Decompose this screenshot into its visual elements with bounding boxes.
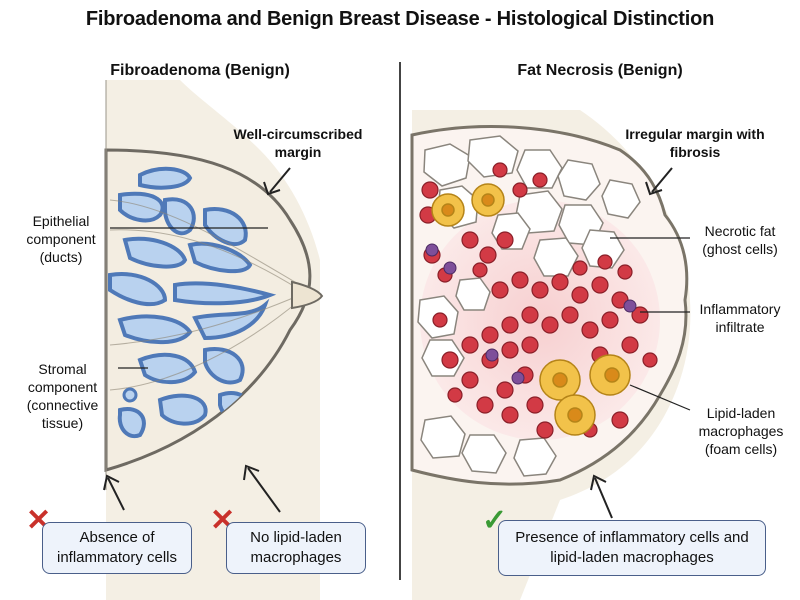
duct bbox=[137, 352, 198, 385]
macrophage-leader bbox=[629, 384, 691, 411]
label-irregular-margin: Irregular margin with fibrosis bbox=[625, 126, 765, 160]
fibroadenoma-mass bbox=[104, 148, 312, 472]
panel-divider bbox=[399, 62, 401, 580]
duct bbox=[163, 197, 196, 236]
bottom-arrow-check bbox=[590, 474, 613, 519]
stroma-fibers bbox=[109, 199, 301, 391]
margin-arrow bbox=[263, 167, 291, 196]
duct bbox=[118, 191, 165, 223]
fibroadenoma-illustration bbox=[103, 80, 324, 600]
irregular-margin-arrow bbox=[645, 167, 673, 196]
duct bbox=[108, 272, 168, 307]
duct bbox=[173, 281, 277, 306]
label-necrotic-fat: Necrotic fat (ghost cells) bbox=[702, 223, 778, 257]
callout-presence-inflammatory: Presence of inflammatory cells and lipid… bbox=[498, 520, 766, 576]
duct bbox=[122, 236, 188, 269]
main-title: Fibroadenoma and Benign Breast Disease -… bbox=[85, 8, 715, 30]
duct bbox=[117, 407, 146, 439]
inflammatory-cells bbox=[419, 162, 658, 439]
right-panel-title: Fat Necrosis (Benign) bbox=[517, 62, 683, 79]
duct bbox=[192, 298, 270, 341]
left-panel-title: Fibroadenoma (Benign) bbox=[110, 62, 290, 79]
duct bbox=[187, 241, 253, 274]
foam-cells bbox=[431, 183, 631, 436]
callout-absence-inflammatory: Absence of inflammatory cells bbox=[42, 522, 192, 574]
bottom-arrow-right bbox=[243, 464, 281, 513]
lymphocytes bbox=[425, 243, 637, 385]
fat-necrosis-illustration bbox=[410, 110, 691, 600]
label-inflammatory-infiltrate: Inflammatory infiltrate bbox=[699, 301, 781, 335]
duct bbox=[203, 207, 248, 246]
fat-necrosis-contents bbox=[417, 135, 660, 477]
duct bbox=[138, 166, 193, 190]
bottom-arrow-left bbox=[103, 474, 125, 511]
duct bbox=[157, 393, 208, 426]
nipple-shape bbox=[291, 280, 324, 310]
label-epithelial-component: Epithelial component (ducts) bbox=[26, 213, 96, 265]
callout-no-lipid-macrophages: No lipid-laden macrophages bbox=[226, 522, 366, 574]
ducts-group bbox=[108, 166, 301, 462]
small-duct bbox=[122, 387, 138, 403]
label-stromal-component: Stromal component (connective tissue) bbox=[26, 361, 99, 431]
label-lipid-laden-macrophages: Lipid-laden macrophages (foam cells) bbox=[698, 405, 784, 457]
label-well-circumscribed-margin: Well-circumscribed margin bbox=[233, 126, 363, 160]
